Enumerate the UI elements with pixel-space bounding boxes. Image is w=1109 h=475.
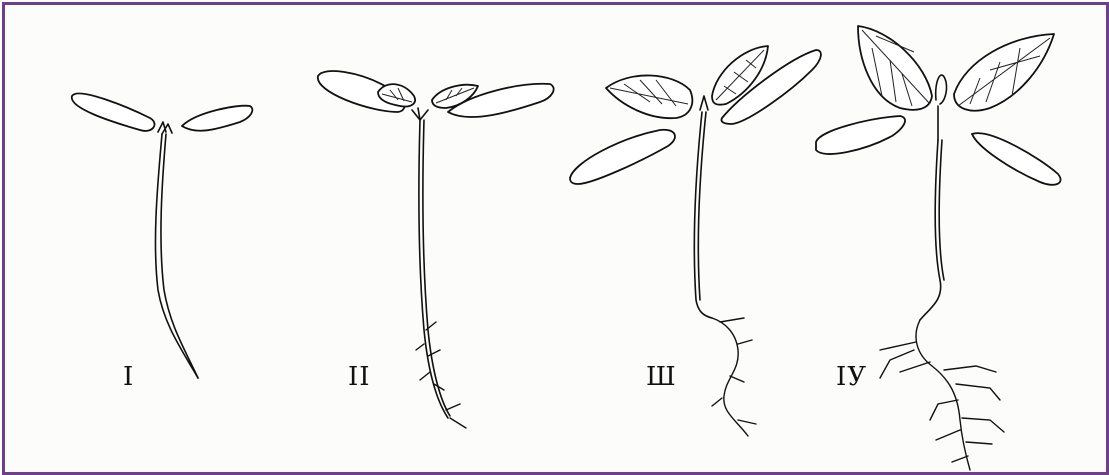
root-system — [712, 318, 756, 436]
hypocotyl — [920, 140, 941, 320]
stage-label-1: I — [123, 362, 134, 392]
stem — [700, 96, 708, 110]
stem — [412, 108, 428, 120]
hypocotyl-inner — [161, 134, 198, 378]
cotyledon-left — [570, 130, 675, 184]
hypocotyl-inner — [423, 120, 450, 416]
bud — [158, 122, 172, 134]
cotyledon-right — [972, 133, 1061, 185]
cotyledon-left — [72, 93, 155, 130]
true-leaf-left — [606, 75, 692, 118]
seedling-stage-4 — [816, 26, 1061, 470]
stage-label-2: II — [348, 362, 371, 392]
lateral-roots — [416, 322, 466, 428]
bud — [936, 75, 947, 104]
root-system — [880, 320, 1004, 470]
stage-label-3: Ш — [646, 362, 677, 392]
seedling-stage-3 — [570, 46, 821, 436]
cotyledon-right — [182, 106, 252, 131]
seedling-stage-1 — [72, 93, 253, 378]
cotyledon-left — [816, 116, 905, 154]
stage-label-4: IУ — [836, 362, 867, 392]
hypocotyl-inner — [939, 140, 944, 280]
